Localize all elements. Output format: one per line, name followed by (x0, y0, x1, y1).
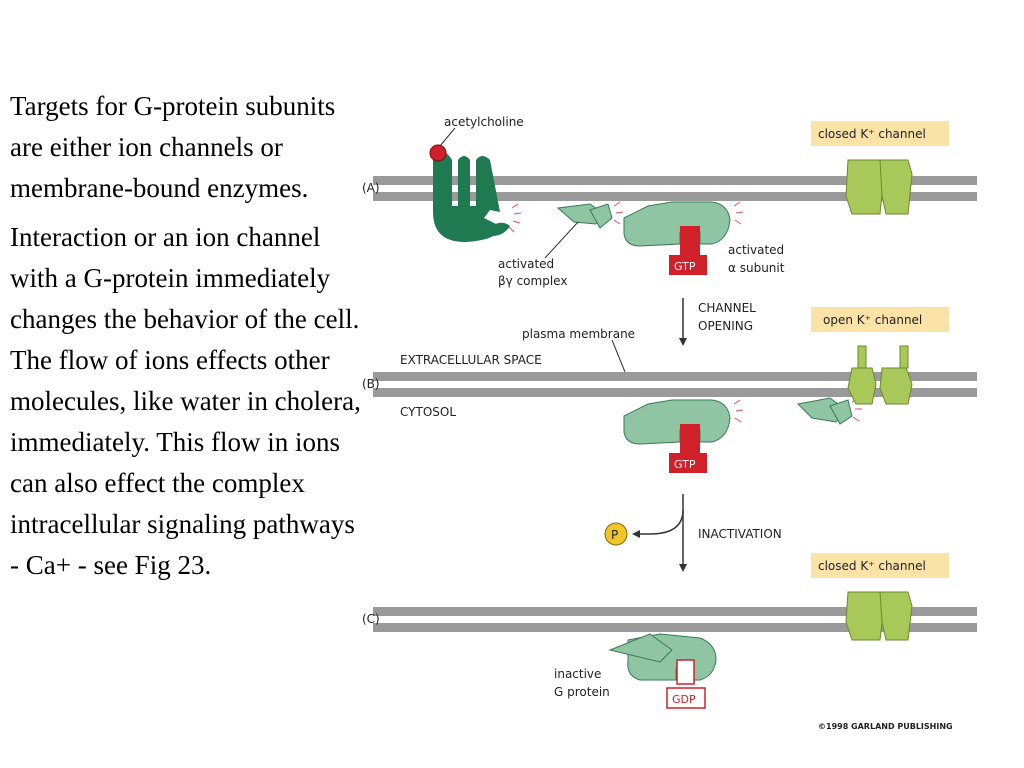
membrane-a-outer (373, 176, 977, 185)
gtp-label-b: GTP (674, 458, 696, 471)
activation-rays-icon (508, 203, 522, 233)
panel-b: open K⁺ channel plasma membrane EXTRACEL… (362, 307, 977, 473)
membrane-a-inner (373, 192, 977, 201)
closed-k-channel-a-icon (845, 159, 913, 215)
text-paragraph-2: Interaction or an ion channel with a G-p… (10, 222, 361, 580)
gdp-stem (676, 659, 695, 685)
inactivation-step: P INACTIVATION (604, 494, 782, 572)
phosphate-icon (604, 522, 628, 546)
phosphate-release-arrow (636, 509, 684, 535)
beta-gamma-complex-icon (556, 203, 613, 229)
acetylcholine-label: acetylcholine (444, 115, 524, 129)
extracellular-label: EXTRACELLULAR SPACE (400, 353, 542, 367)
membrane-b-outer (373, 372, 977, 381)
inactive-g-protein-icon (608, 633, 717, 681)
alpha-subunit-b-icon (623, 399, 731, 445)
panel-b-letter: (B) (362, 377, 380, 391)
channel-tag-b: open K⁺ channel (823, 313, 922, 327)
membrane-pointer (611, 339, 626, 373)
arrow-2-head (679, 564, 687, 572)
arrow-1-head (679, 338, 687, 346)
membrane-c-outer (373, 607, 977, 616)
copyright-text: ©1998 GARLAND PUBLISHING (818, 722, 953, 731)
slide-text: Targets for G-protein subunits are eithe… (10, 86, 370, 594)
by-pointer (544, 221, 579, 259)
receptor-icon (433, 151, 510, 242)
by-label-line1: activated (498, 257, 554, 271)
membrane-b-inner (373, 388, 977, 397)
plasma-membrane-label: plasma membrane (522, 327, 635, 341)
membrane-c-inner (373, 623, 977, 632)
acetylcholine-icon (429, 144, 447, 162)
panel-c: closed K⁺ channel (C) GDP inactive G pro… (362, 553, 977, 709)
channel-tag-a: closed K⁺ channel (818, 127, 926, 141)
closed-k-channel-c-icon (845, 591, 913, 641)
gtp-label-a: GTP (674, 260, 696, 273)
channel-tag-c-bg (811, 553, 949, 578)
alpha-subunit-icon (623, 201, 731, 247)
step-1-line1: CHANNEL (698, 301, 756, 315)
text-paragraph-1: Targets for G-protein subunits are eithe… (10, 91, 336, 203)
inactivation-label: INACTIVATION (698, 527, 782, 541)
channel-tag-c: closed K⁺ channel (818, 559, 926, 573)
gtp-box-a (669, 255, 707, 275)
gtp-stem-a (680, 226, 700, 256)
beta-gamma-b-icon (796, 397, 853, 425)
by-label-line2: βγ complex (498, 274, 567, 288)
panel-a: (A) acetylcholine activated βγ complex (362, 115, 977, 288)
step-1-line2: OPENING (698, 319, 753, 333)
by-rays-icon (613, 201, 624, 225)
panel-c-letter: (C) (362, 612, 380, 626)
inactive-g-label-line1: inactive (554, 667, 601, 681)
phosphate-label: P (611, 528, 618, 542)
open-k-channel-icon (847, 345, 913, 405)
phosphate-arrow-head (632, 530, 640, 538)
alpha-b-rays-icon (733, 399, 744, 423)
gdp-box (666, 687, 706, 709)
alpha-label-line1: activated (728, 243, 784, 257)
channel-tag-b-bg (811, 307, 949, 332)
channel-tag-a-bg (811, 121, 949, 146)
cytosol-label: CYTOSOL (400, 405, 456, 419)
alpha-label-line2: α subunit (728, 261, 785, 275)
gdp-label: GDP (672, 693, 696, 706)
ligand-pointer (439, 127, 456, 147)
gtp-box-b (669, 453, 707, 473)
channel-opening-step: CHANNEL OPENING (679, 298, 756, 346)
panel-a-letter: (A) (362, 181, 380, 195)
inactive-g-label-line2: G protein (554, 685, 610, 699)
alpha-rays-icon (733, 201, 744, 225)
gtp-stem-b (680, 424, 700, 454)
